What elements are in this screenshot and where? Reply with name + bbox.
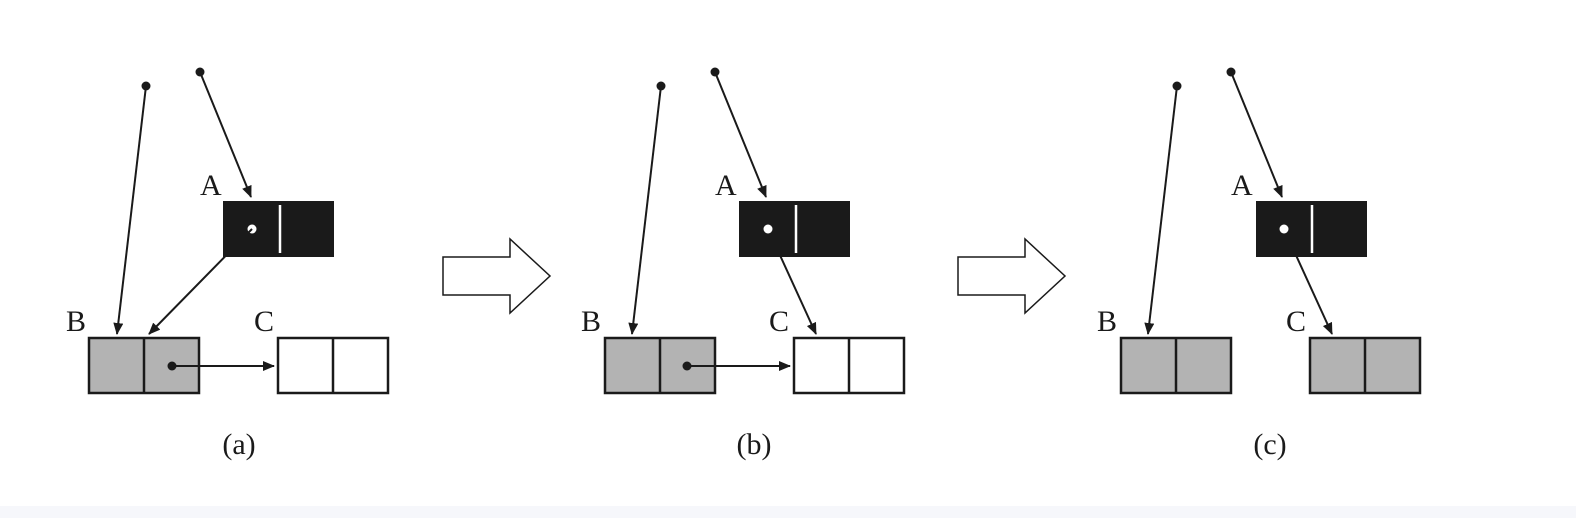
root-pointer-to-b — [113, 81, 151, 335]
root-pointer-to-b — [628, 81, 666, 335]
label-b: B — [1097, 305, 1117, 338]
root-pointer-to-a — [195, 67, 252, 198]
object-a-black — [739, 201, 850, 257]
caption-a: (a) — [222, 428, 255, 461]
pointer-a-origin-dot — [1279, 224, 1289, 234]
pointer-a-origin-dot — [763, 224, 773, 234]
object-c-white — [792, 336, 906, 395]
transition-arrow-1 — [442, 237, 552, 315]
bottom-strip — [0, 506, 1576, 518]
label-c: C — [769, 305, 789, 338]
root-pointer-to-a — [710, 67, 767, 198]
object-a-black — [1256, 201, 1367, 257]
pointer-a-to-b — [148, 228, 253, 335]
label-a: A — [715, 169, 737, 202]
label-b: B — [581, 305, 601, 338]
root-pointer-to-a — [1226, 67, 1283, 198]
object-a-black — [223, 201, 334, 257]
pointer-a-to-c — [767, 228, 817, 335]
root-pointer-to-b — [1144, 81, 1182, 335]
panel-c: A B C (c) — [1097, 67, 1422, 461]
label-c: C — [1286, 305, 1306, 338]
pointer-a-to-c — [1283, 228, 1333, 335]
object-b-gray — [1119, 336, 1233, 395]
label-c: C — [254, 305, 274, 338]
label-b: B — [66, 305, 86, 338]
caption-b: (b) — [737, 428, 772, 461]
label-a: A — [1231, 169, 1253, 202]
transition-arrow-2 — [957, 237, 1067, 315]
panel-a: A B C (a) — [66, 67, 390, 461]
object-c-white — [276, 336, 390, 395]
label-a: A — [200, 169, 222, 202]
panel-b: A B C (b) — [581, 67, 906, 461]
object-c-gray — [1308, 336, 1422, 395]
caption-c: (c) — [1253, 428, 1286, 461]
